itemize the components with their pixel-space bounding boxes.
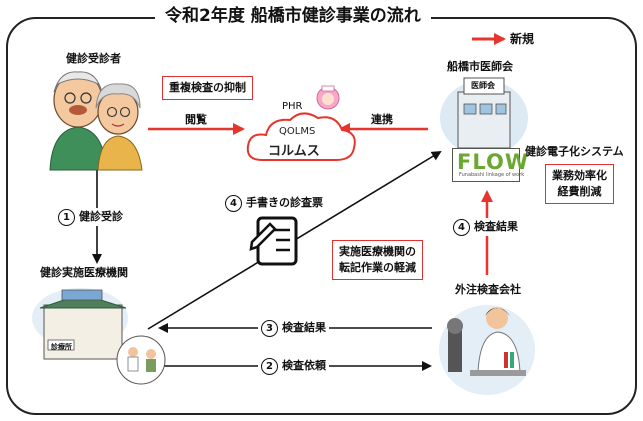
burden-line1: 実施医療機関の xyxy=(339,245,416,258)
step4-result-text: 検査結果 xyxy=(474,220,518,233)
step2-text: 検査依頼 xyxy=(282,359,326,372)
cloud-icon xyxy=(246,112,356,161)
step2-label: 2 検査依頼 xyxy=(258,357,329,375)
page-title: 令和2年度 船橋市健診事業の流れ xyxy=(155,4,431,28)
step2-number: 2 xyxy=(261,357,278,375)
handwritten-form-icon xyxy=(249,216,298,266)
step3-text: 検査結果 xyxy=(282,321,326,334)
step4-result-label: 4 検査結果 xyxy=(450,218,521,236)
step1-label: 1 健診受診 xyxy=(55,208,126,226)
step1-number: 1 xyxy=(58,208,75,226)
building-icon xyxy=(440,77,528,156)
duplicate-test-box: 重複検査の抑制 xyxy=(162,76,253,100)
clinic-icon xyxy=(32,288,128,360)
association-sign: 医師会 xyxy=(471,81,495,90)
efficiency-line1: 業務効率化 xyxy=(552,169,607,182)
step4-result-number: 4 xyxy=(453,218,470,236)
phr-label: PHR xyxy=(282,101,303,112)
browse-label: 閲覧 xyxy=(185,113,207,126)
consultation-icon xyxy=(116,335,166,385)
nurse-mascot-icon xyxy=(316,85,340,110)
elderly-couple-icon xyxy=(49,71,143,171)
lab-technician-icon xyxy=(439,305,535,395)
step4-form-label: 4 手書きの診査票 xyxy=(222,194,326,212)
step1-text: 健診受診 xyxy=(79,210,123,223)
step3-label: 3 検査結果 xyxy=(258,319,329,337)
efficiency-box: 業務効率化 経費削減 xyxy=(545,164,614,204)
step4-form-text: 手書きの診査票 xyxy=(246,196,323,209)
association-label: 船橋市医師会 xyxy=(447,60,513,73)
legend-label: 新規 xyxy=(510,32,535,46)
efficiency-line2: 経費削減 xyxy=(557,185,602,198)
institution-label: 健診実施医療機関 xyxy=(40,266,128,279)
phr-name: コルムス xyxy=(268,144,320,159)
phr-brand: QOLMS xyxy=(279,126,316,137)
linkage-label: 連携 xyxy=(371,113,393,126)
flow-logo-text: FLOW xyxy=(457,150,529,174)
lab-label: 外注検査会社 xyxy=(455,283,521,296)
flow-logo: FLOW Funabashi linkage of work xyxy=(452,148,528,182)
examinee-label: 健診受診者 xyxy=(66,52,121,65)
burden-reduction-box: 実施医療機関の 転記作業の軽減 xyxy=(332,240,423,280)
burden-line2: 転記作業の軽減 xyxy=(339,261,416,274)
flow-logo-subtitle: Funabashi linkage of work xyxy=(459,172,525,178)
clinic-sign: 診療所 xyxy=(51,343,72,351)
system-label: 健診電子化システム xyxy=(525,145,624,158)
step3-number: 3 xyxy=(261,319,278,337)
step4-form-number: 4 xyxy=(225,194,242,212)
